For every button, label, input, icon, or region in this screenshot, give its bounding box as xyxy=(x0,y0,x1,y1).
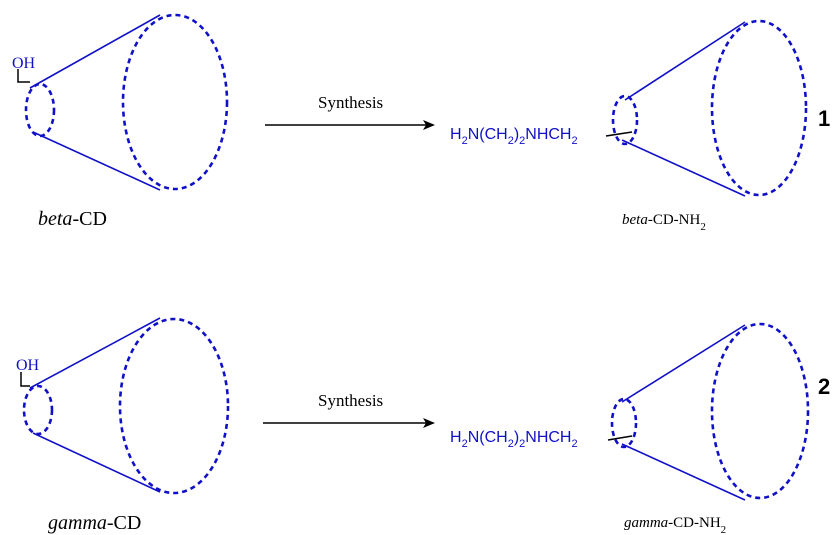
reaction-2: OH gamma-CD Synthesis H2N(CH2)2NHCH2 2 g… xyxy=(16,317,830,535)
product-name: gamma-CD-NH2 xyxy=(624,515,726,535)
gamma-cd-cone xyxy=(22,317,230,495)
linker-bond xyxy=(607,435,633,441)
beta-cd-nh2-cone xyxy=(611,19,808,197)
compound-number: 1 xyxy=(818,106,830,131)
gamma-cd-nh2-cone xyxy=(610,322,810,501)
linker-formula: H2N(CH2)2NHCH2 xyxy=(450,126,578,147)
linker-bond xyxy=(605,131,633,137)
hydroxyl-label: OH xyxy=(12,55,36,72)
arrow-label: Synthesis xyxy=(318,391,383,410)
reactant-name: beta-CD xyxy=(38,208,107,230)
reactant-name: gamma-CD xyxy=(48,512,141,534)
hydroxyl-group: OH xyxy=(16,357,40,387)
hydroxyl-group: OH xyxy=(12,55,36,83)
hydroxyl-label: OH xyxy=(16,357,40,374)
compound-number: 2 xyxy=(818,374,830,399)
product-name: beta-CD-NH2 xyxy=(622,212,706,233)
arrow-label: Synthesis xyxy=(318,93,383,112)
reaction-1: OH beta-CD Synthesis H2N(CH2)2NHCH2 1 be… xyxy=(12,13,830,233)
beta-cd-cone xyxy=(24,13,229,191)
linker-formula: H2N(CH2)2NHCH2 xyxy=(450,429,578,450)
